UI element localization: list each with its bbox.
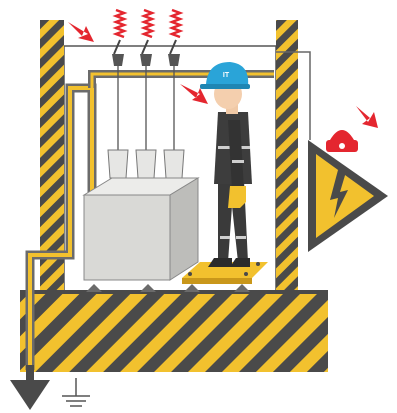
right-hazard-pillar (276, 20, 298, 292)
transformer-leads (117, 66, 175, 150)
attention-arrow-icon (356, 106, 378, 128)
left-hazard-pillar (40, 20, 64, 292)
safety-helmet-icon: IT (200, 62, 250, 89)
attention-arrow-icon (68, 22, 94, 42)
ground-arrow-icon (10, 365, 50, 410)
floor-hazard-band (20, 290, 328, 372)
insulator-feet (86, 284, 250, 292)
helmet-label: IT (223, 72, 230, 79)
alarm-beacon-icon (326, 130, 358, 152)
earth-ground-icon (62, 378, 90, 407)
sign-cable (276, 51, 311, 140)
worker: IT (200, 62, 252, 267)
attention-arrow-icon (180, 84, 208, 104)
high-voltage-coils (112, 8, 184, 39)
high-voltage-warning-icon (308, 140, 388, 252)
transformer (82, 149, 200, 281)
disconnect-switches (112, 39, 180, 66)
